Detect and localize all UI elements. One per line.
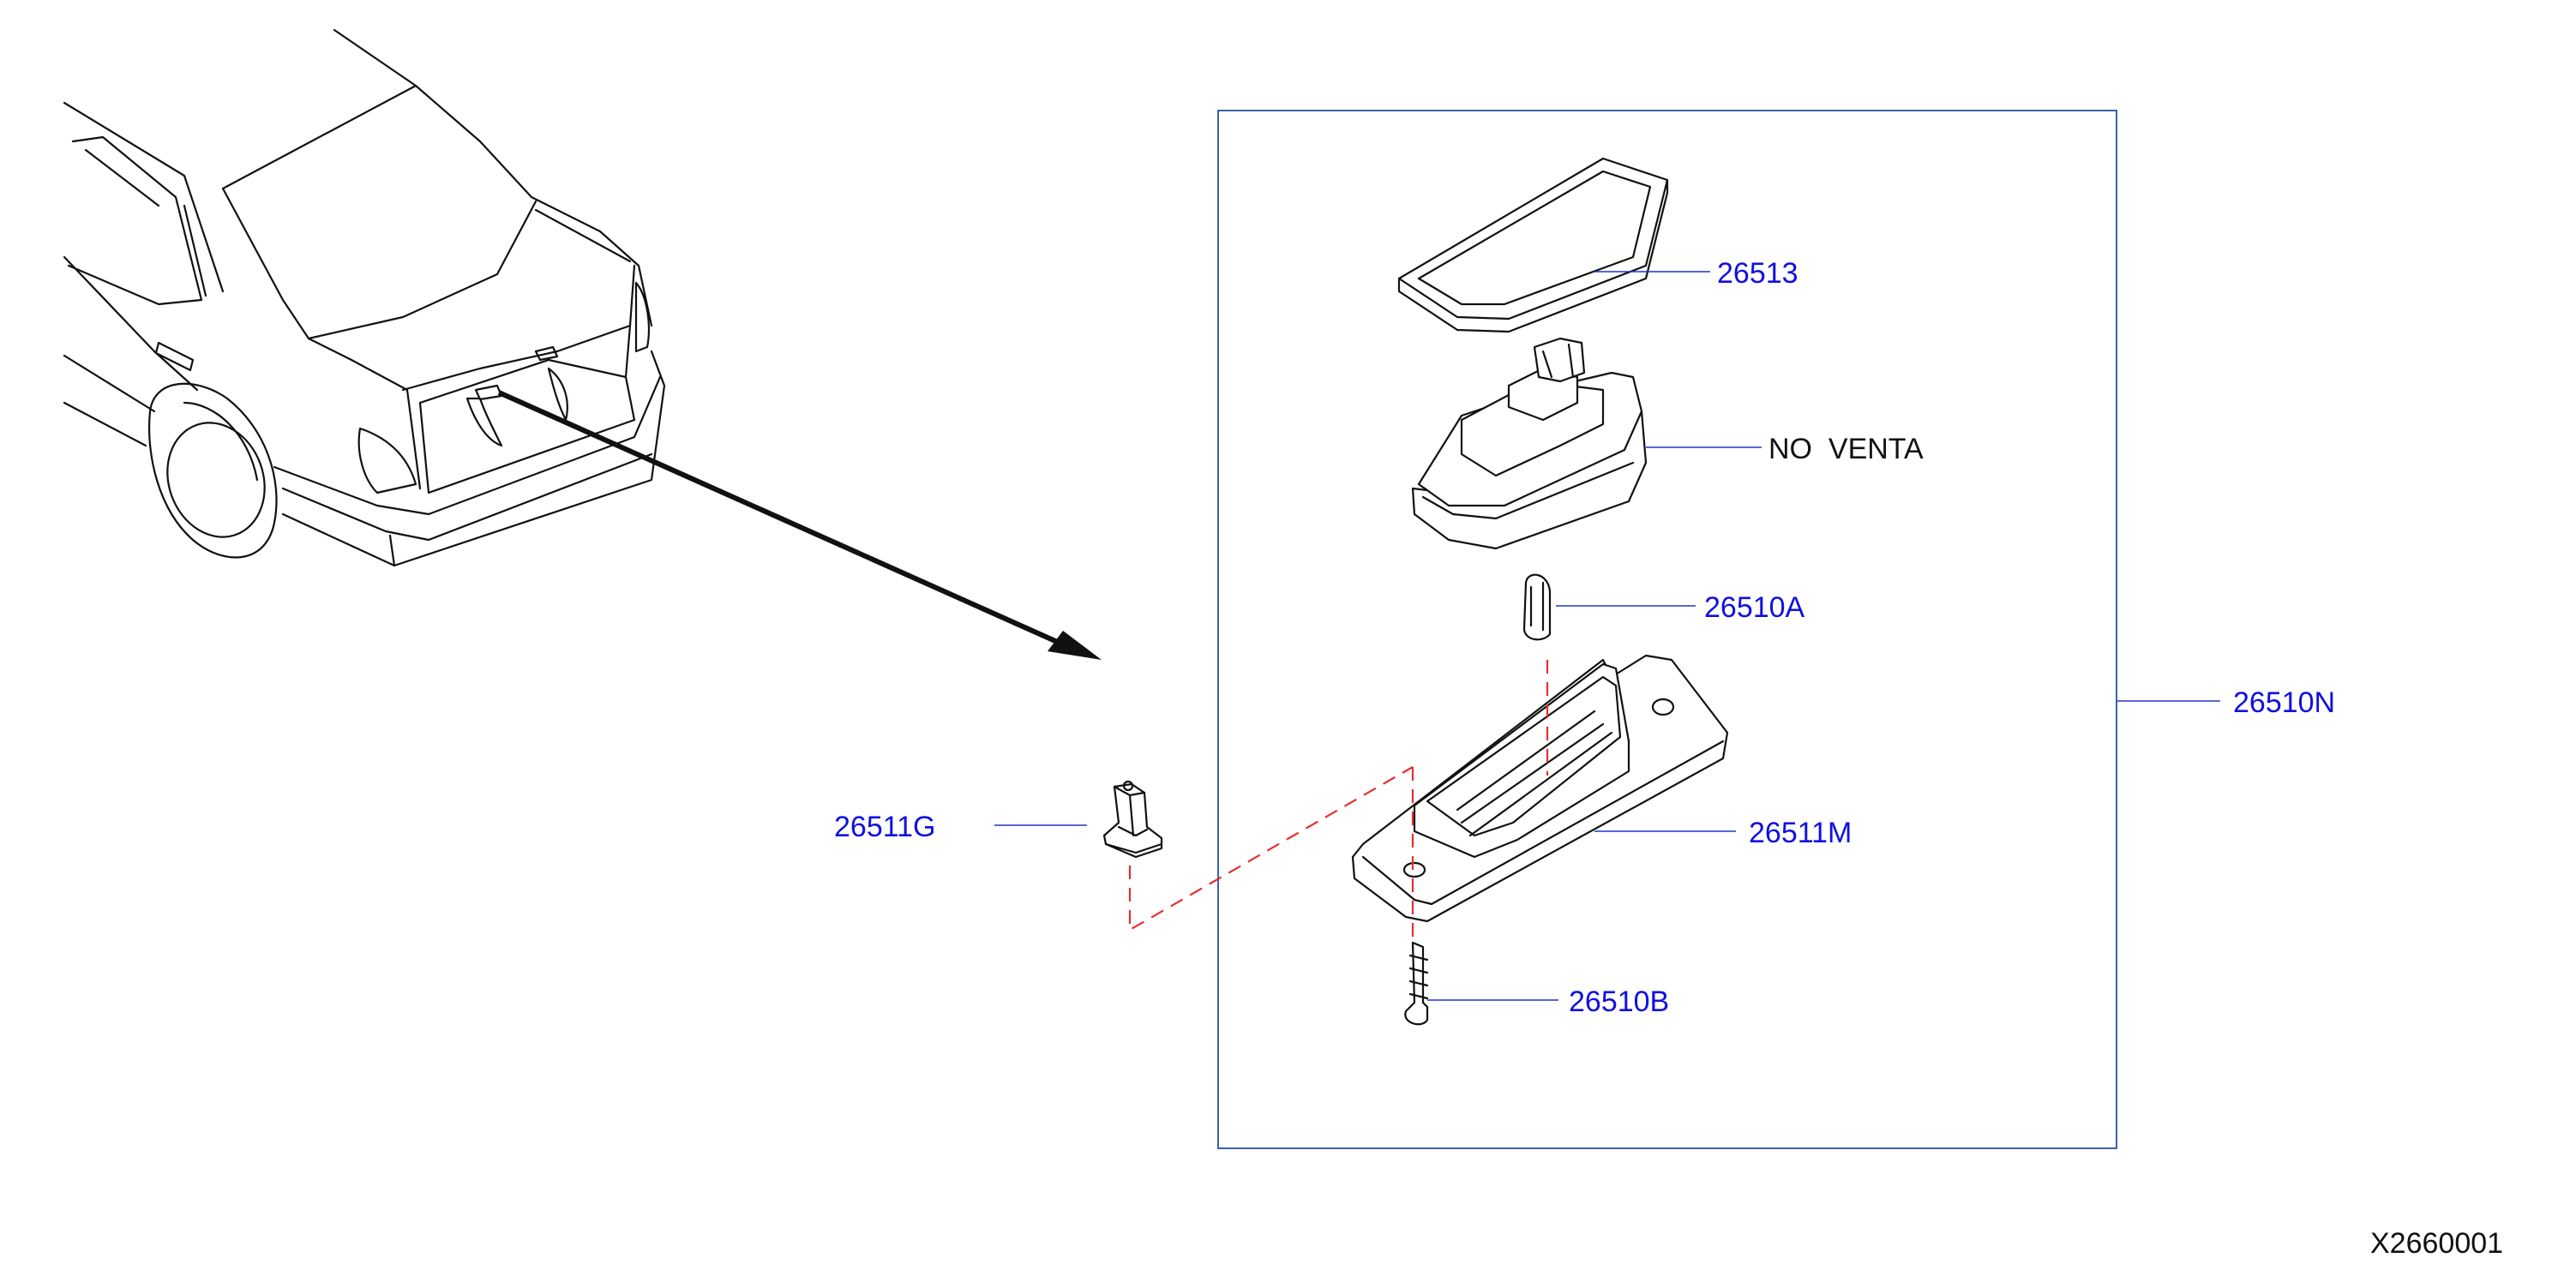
- bulb-part: [1522, 573, 1552, 641]
- clip-part: [1102, 780, 1163, 859]
- assembly-dashed-lines: [1128, 660, 1549, 943]
- label-housing-note: NO VENTA: [1768, 433, 1924, 465]
- assembly-outline-box: [1217, 110, 2117, 1149]
- label-clip: 26511G: [834, 811, 935, 843]
- leader-lines: [994, 271, 2220, 1001]
- lens-gasket-part: [1397, 157, 1669, 333]
- label-assembly: 26510N: [2233, 686, 2335, 719]
- label-screw: 26510B: [1569, 985, 1669, 1018]
- label-bulb: 26510A: [1704, 591, 1805, 624]
- lamp-housing-part: [1411, 337, 1648, 550]
- location-arrow: [497, 390, 1102, 660]
- label-lens-gasket: 26513: [1717, 257, 1798, 290]
- part-labels: 26513 NO VENTA 26510A 26510N 26511M 2651…: [834, 257, 2503, 1260]
- car-rear-illustration: [63, 28, 666, 567]
- label-base: 26511M: [1749, 817, 1852, 849]
- lamp-base-part: [1351, 654, 1729, 923]
- screw-part: [1404, 941, 1429, 1026]
- diagram-id: X2660001: [2370, 1227, 2503, 1260]
